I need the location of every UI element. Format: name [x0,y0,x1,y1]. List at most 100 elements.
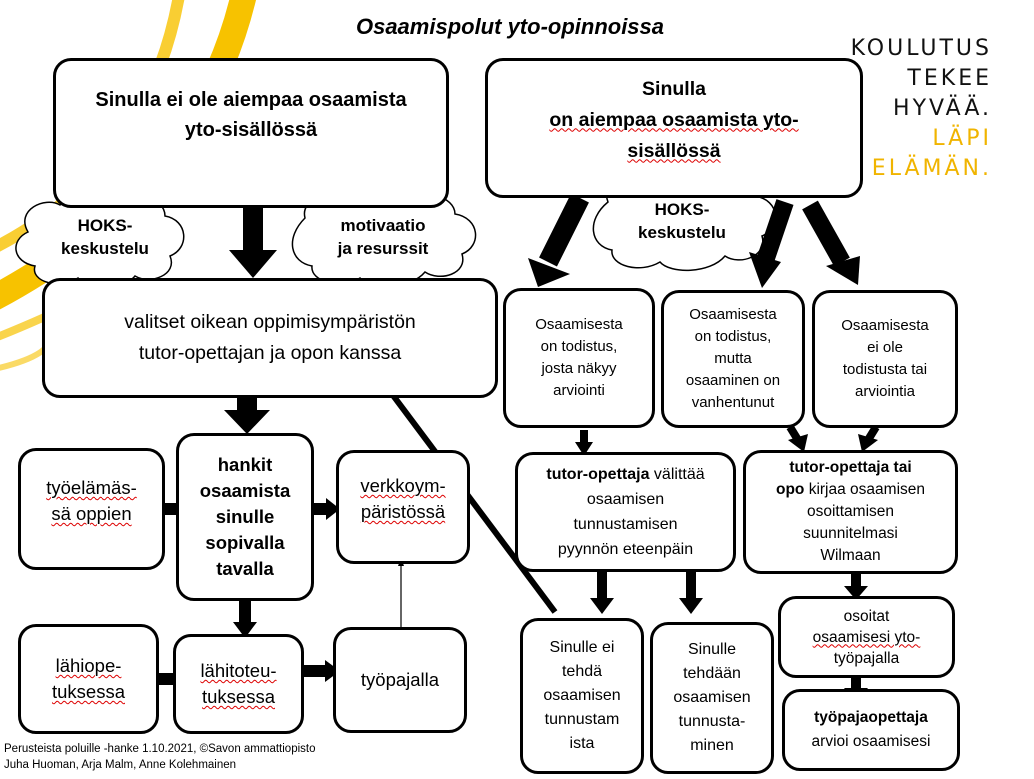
demonstrate-line-3: työpajalla [833,649,900,667]
assess-line-2: arvioi osaamisesi [811,733,931,750]
recognized-line-2: tehdään [683,665,741,682]
recognized-line-4: tunnusta- [678,713,746,730]
tutor-forward-line-2: osaamisen [586,491,665,508]
arrow-contact-to-workshop [303,660,340,682]
work-line-1: työelämäs- [46,477,137,498]
proof-line-2: on todistus, [540,338,618,355]
right-hoks-line-1: HOKS- [654,200,710,219]
tutor-forward-box: tutor-opettaja välittää osaamisen tunnus… [515,452,736,572]
left-hoks-cloud: HOKS- keskustelu [45,214,165,260]
no-proof-line-4: arviointia [854,383,916,400]
proof-with-assessment-box: Osaamisesta on todistus, josta näkyy arv… [503,288,655,428]
tutor-opo-line-5: Wilmaan [820,547,881,564]
outdated-proof-box: Osaamisesta on todistus, mutta osaaminen… [661,290,805,428]
arrow-acquire-to-contact [233,600,257,638]
acquire-line-3: sinulle [215,506,275,527]
demonstrate-line-1: osoitat [843,607,890,625]
workshop-box: työpajalla [333,627,467,733]
assess-bold: työpajaopettaja [814,709,928,726]
not-recognized-line-4: tunnustam [544,711,620,728]
arrow-right-top-to-old-proof [749,199,794,288]
contact-line-1: lähitoteu- [200,660,277,681]
not-recognized-line-3: osaamisen [543,687,621,704]
brand-line-3: HYVÄÄ. [893,96,992,121]
tutor-opo-rest-2: kirjaa osaamisen [804,481,925,498]
recognized-line-3: osaamisen [673,689,751,706]
footer-credits: Perusteista poluille -hanke 1.10.2021, ©… [4,741,316,773]
tutor-opo-line-4: suunnitelmasi [803,525,898,542]
work-learning-box: työelämäs- sä oppien [18,448,165,570]
arrow-right-top-to-proof [528,193,589,287]
choose-environment-box: valitset oikean oppimisympäristön tutor-… [42,278,498,398]
acquire-skills-box: hankit osaamista sinulle sopivalla taval… [176,433,314,601]
not-recognized-line-1: Sinulle ei [549,639,615,656]
lecture-box: lähiope- tuksessa [18,624,159,734]
tutor-opo-line-3: osoittamisen [806,503,894,520]
tutor-forward-rest-1: välittää [649,466,705,483]
motivation-line-2: ja resurssit [337,239,429,258]
recognized-line-5: minen [690,737,734,754]
arrow-forward-to-not-recognized [590,572,614,614]
arrow-top-to-choose [229,198,277,278]
tutor-opo-bold-2: opo [775,481,805,498]
old-proof-line-3: mutta [714,350,752,367]
left-top-box: Sinulla ei ole aiempaa osaamista yto-sis… [53,58,449,208]
old-proof-line-2: on todistus, [694,328,772,345]
recognized-line-1: Sinulle [687,641,737,658]
arrow-forward-to-recognized [679,572,703,614]
online-line-2: päristössä [360,501,446,522]
demonstrate-line-2: osaamisesi yto- [812,628,921,646]
arrow-tutor-opo-to-demonstrate [844,572,868,600]
motivation-line-1: motivaatio [340,216,426,235]
lecture-line-1: lähiope- [55,655,122,676]
footer-line-1: Perusteista poluille -hanke 1.10.2021, ©… [4,743,316,755]
arrow-no-proof-to-tutor-opo [858,424,880,452]
right-top-line-3: sisällössä [627,139,721,162]
no-proof-box: Osaamisesta ei ole todistusta tai arvioi… [812,290,958,428]
choose-line-2: tutor-opettajan ja opon kanssa [138,342,402,364]
not-recognized-box: Sinulle ei tehdä osaamisen tunnustam ist… [520,618,644,774]
acquire-line-5: tavalla [216,558,274,579]
online-line-1: verkkoym- [360,475,446,496]
arrow-acquire-to-online [311,498,340,520]
old-proof-line-5: vanhentunut [691,394,775,411]
left-hoks-line-2: keskustelu [61,239,149,258]
tutor-forward-bold: tutor-opettaja [546,466,650,483]
brand-line-2: TEKEE [907,66,992,91]
work-line-2: sä oppien [51,503,132,524]
motivation-cloud: motivaatio ja resurssit [318,214,448,260]
right-hoks-cloud: HOKS- keskustelu [622,198,742,244]
tutor-opo-box: tutor-opettaja tai opo kirjaa osaamisen … [743,450,958,574]
arrow-proof-to-tutor-forward [575,430,593,456]
no-proof-line-3: todistusta tai [842,361,928,378]
left-hoks-line-1: HOKS- [77,216,133,235]
recognized-box: Sinulle tehdään osaamisen tunnusta- mine… [650,622,774,774]
contact-line-2: tuksessa [201,686,275,707]
tutor-forward-line-3: tunnustamisen [573,516,678,533]
no-proof-line-1: Osaamisesta [841,317,929,334]
acquire-line-2: osaamista [199,480,291,501]
lecture-line-2: tuksessa [51,681,125,702]
diagram-title: Osaamispolut yto-opinnoissa [355,14,665,39]
no-proof-line-2: ei ole [867,339,903,356]
brand-line-1: KOULUTUS [850,36,992,61]
assess-box: työpajaopettaja arvioi osaamisesi [782,689,960,771]
demonstrate-box: osoitat osaamisesi yto- työpajalla [778,596,955,678]
right-top-line-2: on aiempaa osaamista yto- [549,108,799,131]
proof-line-4: arviointi [553,382,605,399]
acquire-line-4: sopivalla [205,532,285,553]
brand-line-4: LÄPI [932,126,992,151]
left-top-line-1: Sinulla ei ole aiempaa osaamista [95,89,407,111]
proof-line-1: Osaamisesta [535,316,623,333]
arrow-right-top-to-no-proof [802,200,860,285]
choose-line-1: valitset oikean oppimisympäristön [124,311,416,333]
arrow-old-proof-to-tutor-opo [786,424,808,452]
brand-logo-text: KOULUTUS TEKEE HYVÄÄ. LÄPI ELÄMÄN. [842,34,1002,184]
contact-teaching-box: lähitoteu- tuksessa [173,634,304,734]
online-environment-box: verkkoym- päristössä [336,450,470,564]
right-top-box: Sinulla on aiempaa osaamista yto- sisäll… [485,58,863,198]
tutor-opo-bold-1: tutor-opettaja tai [789,459,912,476]
not-recognized-line-5: ista [569,735,595,752]
acquire-line-1: hankit [217,454,273,475]
